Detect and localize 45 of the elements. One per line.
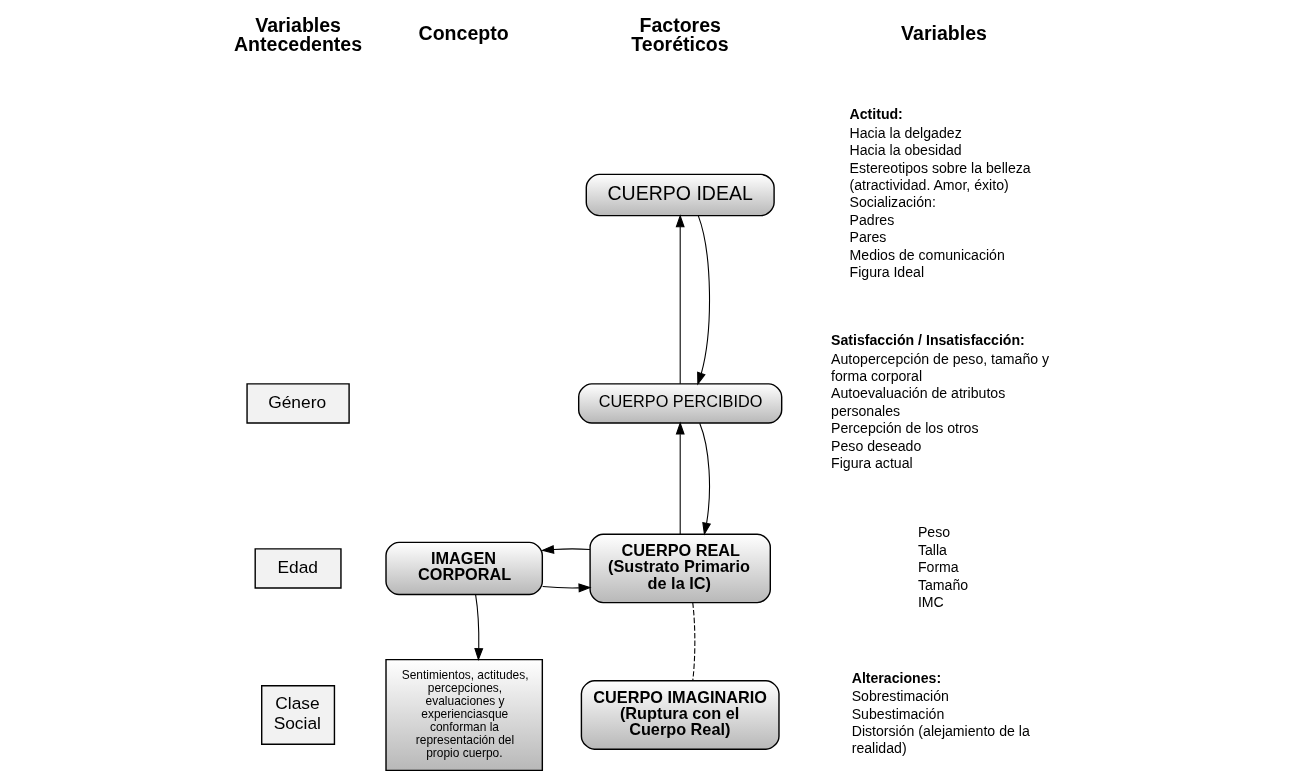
label: Peso deseado [830,437,921,454]
label: Pares [849,229,886,246]
arrow [541,583,592,593]
label: Hacia la delgadez [849,124,962,141]
node-box: CUERPO PERCIBIDO [577,383,782,424]
label: Sobrestimación [851,688,949,705]
node-box: CUERPO IMAGINARIO (Ruptura con el Cuerpo Real) [580,680,780,750]
label: Factores Teoréticos [630,13,729,56]
label: Percepción de los otros [830,420,979,437]
node-box: IMAGEN CORPORAL [384,541,543,596]
label: Variables [900,22,987,45]
label: Satisfacción / Insatisfacción: [830,332,1025,349]
label: Alteraciones: [851,669,941,686]
node-box: Edad [254,548,342,589]
label: Padres [849,211,894,228]
label: Talla [917,541,947,558]
arrow [473,594,483,662]
node-box: CUERPO REAL (Sustrato Primario de la IC) [588,533,771,604]
label: Actitud: [849,106,903,123]
label: Socialización: [849,194,936,211]
label: IMC [917,593,944,610]
label: Tamaño [917,576,968,593]
label: Subestimación [851,705,944,722]
label: Distorsión (alejamiento de la realidad) [851,723,1030,757]
label: Figura Ideal [849,263,924,280]
label: Medios de comunicación [849,246,1005,263]
label: Estereotipos sobre la belleza (atractividad. Amor, éxito) [849,159,1031,194]
arrow [675,421,685,535]
label: Autopercepción de peso, tamaño y forma corporal [830,350,1049,385]
arrow [698,422,711,536]
connector [691,602,695,681]
label: Variables Antecedentes [233,13,362,56]
arrow [696,215,710,386]
node-box: Clase Social [260,685,335,745]
node-box: Sentimientos, actitudes, percepciones, evaluaciones y experienciasque conforman la representación del propio cuerpo. [384,658,543,772]
label: Forma [917,559,959,576]
label: Autoevaluación de atributos personales [830,385,1005,419]
label: Concepto [418,22,509,45]
label: Hacia la obesidad [849,142,962,159]
label: Figura actual [830,454,913,471]
label: Peso [917,524,950,541]
arrow [540,544,590,554]
arrow [675,214,685,385]
node-box: CUERPO IDEAL [585,173,775,217]
node-box: Género [245,383,350,424]
